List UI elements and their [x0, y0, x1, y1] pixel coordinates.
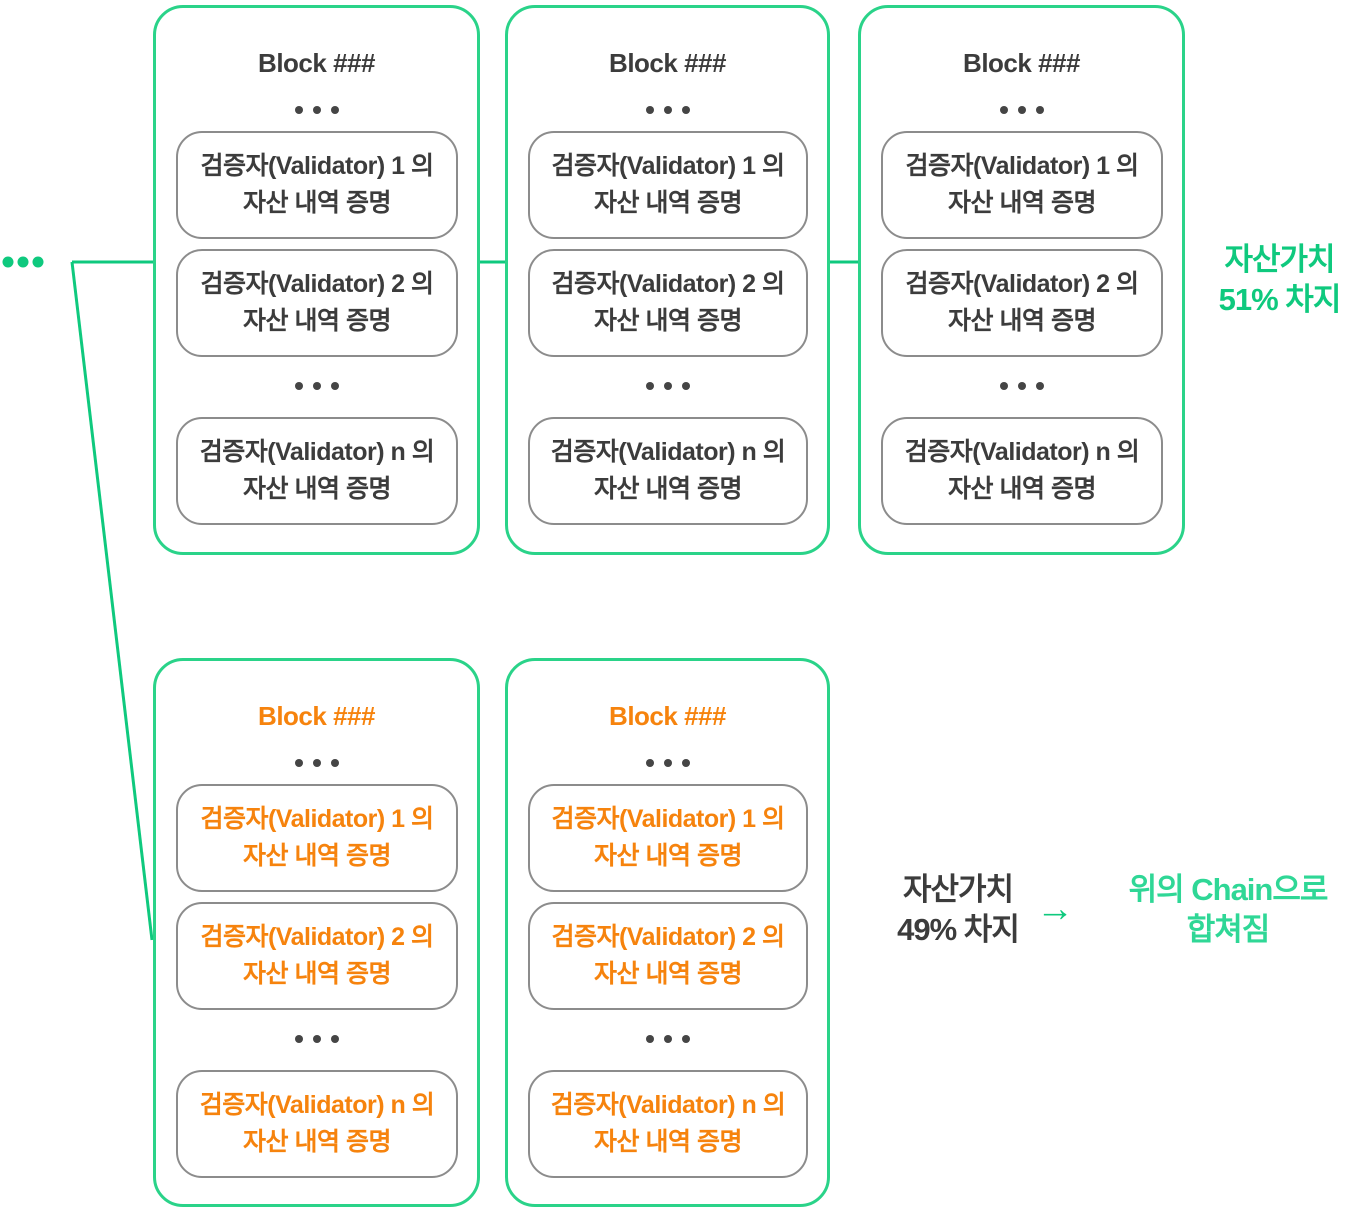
validator-card-line1: 검증자(Validator) 2 의 — [551, 270, 785, 298]
block-title: Block ### — [258, 701, 375, 731]
ellipsis-icon — [861, 382, 1182, 390]
validator-card-line2: 자산 내역 증명 — [243, 189, 391, 217]
validator-card-line1: 검증자(Validator) 1 의 — [551, 152, 785, 180]
validator-card-line2: 자산 내역 증명 — [243, 842, 391, 870]
validator-card: 검증자(Validator) 2 의 자산 내역 증명 — [528, 249, 808, 357]
stake-label-line1: 자산가치 — [902, 872, 1014, 907]
validator-card: 검증자(Validator) 2 의 자산 내역 증명 — [528, 902, 808, 1010]
stake-label-line1: 자산가치 — [1224, 242, 1335, 277]
ellipsis-icon — [508, 1035, 827, 1043]
validator-card-line2: 자산 내역 증명 — [243, 960, 391, 988]
validator-card-line2: 자산 내역 증명 — [243, 475, 391, 503]
validator-card-line2: 자산 내역 증명 — [243, 307, 391, 335]
block-title: Block ### — [609, 701, 726, 731]
validator-card-line1: 검증자(Validator) n 의 — [199, 438, 435, 466]
fork-chain-block-2: Block ### 검증자(Validator) 1 의 자산 내역 증명 검증… — [505, 658, 830, 1207]
ellipsis-icon — [156, 1035, 477, 1043]
validator-card-line2: 자산 내역 증명 — [594, 189, 742, 217]
validator-card-line1: 검증자(Validator) 1 의 — [200, 805, 434, 833]
validator-card: 검증자(Validator) 1 의 자산 내역 증명 — [528, 131, 808, 239]
main-chain-block-1: Block ### 검증자(Validator) 1 의 자산 내역 증명 검증… — [153, 5, 480, 555]
main-chain-block-2: Block ### 검증자(Validator) 1 의 자산 내역 증명 검증… — [505, 5, 830, 555]
validator-card: 검증자(Validator) n 의 자산 내역 증명 — [881, 417, 1163, 525]
validator-card-line2: 자산 내역 증명 — [948, 475, 1096, 503]
validator-card-line2: 자산 내역 증명 — [594, 1128, 742, 1156]
ellipsis-icon — [156, 106, 477, 114]
main-chain-block-3: Block ### 검증자(Validator) 1 의 자산 내역 증명 검증… — [858, 5, 1185, 555]
validator-card: 검증자(Validator) 1 의 자산 내역 증명 — [528, 784, 808, 892]
validator-card-line2: 자산 내역 증명 — [948, 189, 1096, 217]
validator-card: 검증자(Validator) 2 의 자산 내역 증명 — [176, 249, 458, 357]
fork-chain-stake-label: 자산가치 49% 차지 — [868, 870, 1048, 950]
validator-card: 검증자(Validator) n 의 자산 내역 증명 — [528, 1070, 808, 1178]
stake-label-line2: 49% 차지 — [897, 912, 1020, 947]
merge-label-line1: 위의 Chain으로 — [1128, 872, 1329, 907]
validator-card: 검증자(Validator) 1 의 자산 내역 증명 — [176, 784, 458, 892]
validator-card-line2: 자산 내역 증명 — [594, 960, 742, 988]
merge-result-label: 위의 Chain으로 합쳐짐 — [1112, 870, 1344, 950]
merge-label-line2: 합쳐짐 — [1186, 912, 1271, 947]
main-chain-stake-label: 자산가치 51% 차지 — [1205, 240, 1354, 320]
validator-card-line1: 검증자(Validator) 2 의 — [905, 270, 1139, 298]
ellipsis-icon — [508, 382, 827, 390]
validator-card: 검증자(Validator) n 의 자산 내역 증명 — [528, 417, 808, 525]
validator-card: 검증자(Validator) 1 의 자산 내역 증명 — [881, 131, 1163, 239]
validator-card-line2: 자산 내역 증명 — [594, 842, 742, 870]
validator-card-line1: 검증자(Validator) 1 의 — [905, 152, 1139, 180]
validator-card-line1: 검증자(Validator) 1 의 — [551, 805, 785, 833]
validator-card: 검증자(Validator) 2 의 자산 내역 증명 — [176, 902, 458, 1010]
ellipsis-icon — [156, 382, 477, 390]
block-title: Block ### — [609, 48, 726, 78]
ellipsis-icon — [508, 759, 827, 767]
validator-card: 검증자(Validator) 2 의 자산 내역 증명 — [881, 249, 1163, 357]
ellipsis-icon — [861, 106, 1182, 114]
left-ellipsis-icon — [2, 256, 44, 268]
validator-card-line2: 자산 내역 증명 — [594, 307, 742, 335]
validator-card: 검증자(Validator) n 의 자산 내역 증명 — [176, 417, 458, 525]
validator-card-line1: 검증자(Validator) 1 의 — [200, 152, 434, 180]
validator-card-line2: 자산 내역 증명 — [594, 475, 742, 503]
validator-card-line1: 검증자(Validator) 2 의 — [200, 923, 434, 951]
validator-card: 검증자(Validator) n 의 자산 내역 증명 — [176, 1070, 458, 1178]
validator-card-line1: 검증자(Validator) 2 의 — [200, 270, 434, 298]
validator-card-line1: 검증자(Validator) n 의 — [904, 438, 1140, 466]
validator-card-line1: 검증자(Validator) 2 의 — [551, 923, 785, 951]
fork-chain-block-1: Block ### 검증자(Validator) 1 의 자산 내역 증명 검증… — [153, 658, 480, 1207]
stake-label-line2: 51% 차지 — [1218, 282, 1342, 317]
validator-card-line2: 자산 내역 증명 — [948, 307, 1096, 335]
block-title: Block ### — [963, 48, 1080, 78]
ellipsis-icon — [156, 759, 477, 767]
merge-arrow-icon: → — [1036, 888, 1074, 930]
validator-card-line1: 검증자(Validator) n 의 — [550, 1091, 786, 1119]
block-title: Block ### — [258, 48, 375, 78]
validator-card-line1: 검증자(Validator) n 의 — [199, 1091, 435, 1119]
ellipsis-icon — [508, 106, 827, 114]
validator-card: 검증자(Validator) 1 의 자산 내역 증명 — [176, 131, 458, 239]
validator-card-line2: 자산 내역 증명 — [243, 1128, 391, 1156]
validator-card-line1: 검증자(Validator) n 의 — [550, 438, 786, 466]
